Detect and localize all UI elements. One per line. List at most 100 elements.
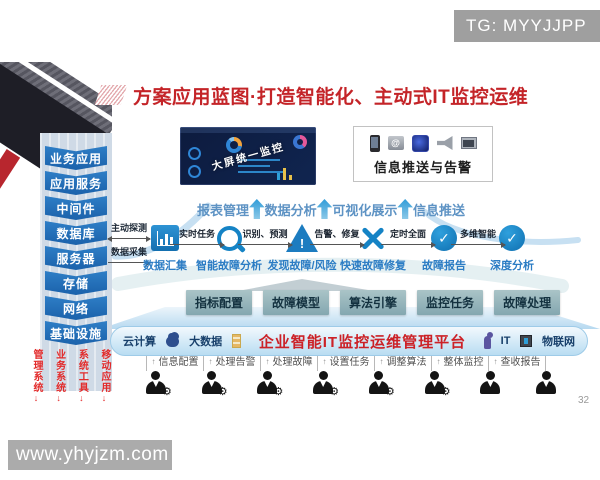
monitor-dashboard-screenshot: 大屏统一监控	[180, 127, 316, 185]
capability-report: 报表管理	[197, 202, 250, 218]
module-indicator-config: 指标配置	[186, 290, 253, 315]
up-block-arrow-icon	[397, 199, 413, 219]
system-label: 业务系统	[53, 349, 65, 393]
tech-cloud-label: 云计算	[123, 336, 156, 348]
layer-server: 服务器	[45, 246, 107, 270]
right-arrow-line	[310, 241, 365, 248]
phone-icon	[369, 134, 380, 152]
operator-persons-row: ⚙ ⚙ ⚙ ⚙ ⚙ ⚙	[128, 371, 574, 398]
donut-chart-icon	[226, 137, 242, 153]
layer-middleware: 中间件	[45, 196, 107, 220]
capability-analysis: 数据分析	[264, 202, 317, 218]
task-info-config: ↑ 信息配置	[146, 356, 203, 371]
gear-icon: ⚙	[329, 386, 340, 398]
cloud-icon	[166, 331, 180, 347]
task-handle-alert: ↑ 处理告警	[203, 356, 260, 371]
push-alert-panel: @ 信息推送与告警	[353, 126, 493, 182]
down-arrow-icon: ↓	[33, 393, 39, 403]
up-arrow-icon: ↑	[151, 357, 156, 366]
person-cell: ⚙	[240, 371, 296, 398]
bar-chart-icon	[277, 168, 292, 180]
tech-iot-label: 物联网	[542, 336, 575, 348]
person-cell: ⚙	[128, 371, 184, 398]
user-icon: ⚙	[201, 371, 228, 398]
gear-icon: ⚙	[273, 386, 284, 398]
right-arrow-line	[170, 241, 225, 248]
down-arrow-icon: ↓	[101, 393, 107, 403]
title-hatch-icon	[94, 85, 128, 105]
flow-link-realtime: 实时任务	[166, 227, 228, 248]
step-label: 故障报告	[422, 260, 466, 272]
flow-link-alert-repair: 告警、修复	[306, 227, 368, 248]
system-label: 系统工具	[76, 349, 88, 393]
page-title: 方案应用蓝图·打造智能化、主动式IT监控运维	[133, 86, 529, 108]
email-book-icon: @	[387, 136, 404, 150]
gear-icon: ⚙	[385, 386, 395, 398]
capability-visualization: 可视化展示	[332, 202, 398, 218]
gear-icon: ⚙	[162, 386, 172, 398]
data-collection-block: 主动探测 数据采集	[106, 221, 152, 269]
task-handle-fault: ↑ 处理故障	[260, 356, 317, 371]
donut-chart-icon	[293, 135, 307, 149]
module-fault-handling: 故障处理	[494, 290, 561, 315]
user-icon: ⚙	[424, 371, 451, 398]
module-buttons-row: 指标配置 故障模型 算法引擎 监控任务 故障处理	[186, 290, 561, 315]
it-person-icon	[484, 331, 493, 349]
push-icons-row: @	[354, 133, 492, 153]
up-arrow-icon: ↑	[493, 357, 498, 366]
push-panel-label: 信息推送与告警	[373, 160, 472, 175]
person-cell: ⚙	[407, 371, 463, 398]
up-arrow-icon: ↑	[265, 357, 270, 366]
at-sign: @	[391, 138, 400, 148]
down-arrow-icon: ↓	[79, 393, 84, 403]
user-icon: ⚙	[256, 371, 283, 398]
person-cell	[518, 371, 574, 396]
computer-icon	[460, 137, 477, 149]
ring-gauge-icon	[188, 147, 201, 160]
task-adjust-algorithm: ↑ 调整算法	[374, 356, 431, 371]
ring-gauge-icon	[188, 165, 201, 178]
person-cell	[463, 371, 519, 396]
step-label: 智能故障分析	[196, 260, 262, 272]
module-algorithm-engine: 算法引擎	[340, 290, 407, 315]
flow-step-deep-analysis: ✓ 深度分析	[472, 223, 552, 273]
page-number: 32	[578, 395, 590, 406]
gear-icon: ⚙	[217, 386, 228, 398]
module-monitor-task: 监控任务	[417, 290, 484, 315]
up-arrow-icon: ↑	[208, 357, 213, 366]
flow-step-fault-discovery: ! 发现故障/风险	[262, 223, 342, 273]
step-label: 快速故障修复	[340, 260, 406, 272]
tech-it-label: IT	[500, 335, 511, 347]
title-row: 方案应用蓝图·打造智能化、主动式IT监控运维	[94, 82, 529, 108]
flow-step-data-aggregation: 数据汇集	[125, 223, 205, 273]
layer-network: 网络	[45, 296, 107, 320]
system-mobile: 移动应用 ↓	[98, 349, 110, 403]
roof-triangle	[238, 279, 374, 291]
bar-chart-box-icon	[151, 225, 179, 251]
user-icon	[479, 371, 501, 396]
right-arrow-line	[108, 259, 151, 266]
module-fault-model: 故障模型	[263, 290, 330, 315]
system-types-row: 管理系统 ↓ 业务系统 ↓ 系统工具 ↓ 移动应用 ↓	[30, 349, 110, 403]
bigdata-icon	[232, 334, 241, 348]
layer-app-service: 应用服务	[45, 171, 107, 195]
down-arrow-icon: ↓	[56, 393, 61, 403]
layer-storage: 存储	[45, 271, 107, 295]
tg-watermark-badge: TG: MYYJJPP	[454, 10, 600, 42]
flow-link-multidim: 多维智能	[447, 227, 509, 248]
system-label: 管理系统	[31, 349, 42, 393]
architecture-layer-stack: 业务应用 应用服务 中间件 数据库 服务器 存储 网络 基础设施	[40, 133, 112, 391]
task-overall-monitor: ↑ 整体监控	[431, 356, 488, 371]
app-screen-icon	[411, 134, 429, 152]
capability-row: 报表管理 数据分析 可视化展示 信息推送	[197, 198, 465, 220]
user-icon	[535, 371, 557, 396]
flow-link-identify: 识别、预测	[234, 227, 296, 248]
person-cell: ⚙	[184, 371, 240, 398]
flow-step-fault-repair: 快速故障修复	[333, 223, 413, 273]
layer-infrastructure: 基础设施	[45, 321, 107, 345]
flow-step-fault-analysis: 智能故障分析	[189, 223, 269, 273]
step-label: 发现故障/风险	[267, 260, 337, 272]
gear-icon: ⚙	[440, 386, 451, 398]
system-management: 管理系统 ↓	[30, 349, 42, 403]
